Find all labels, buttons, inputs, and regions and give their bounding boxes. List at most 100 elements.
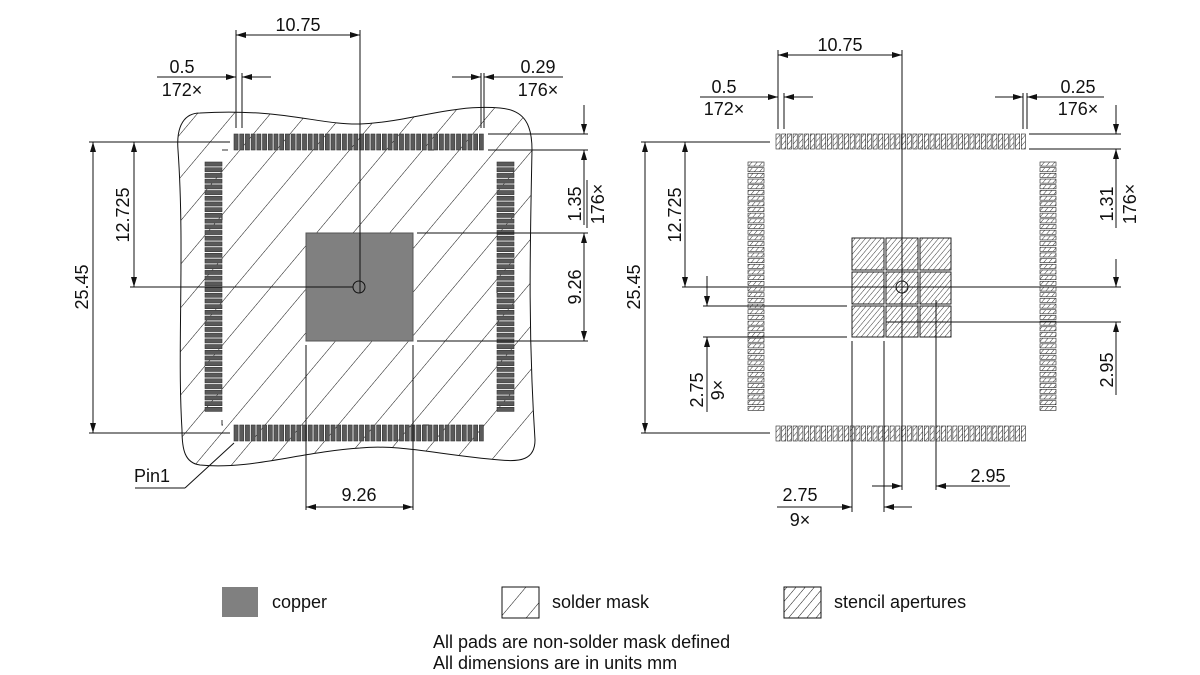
pad [307, 424, 313, 442]
pad [204, 207, 223, 213]
pad [204, 344, 223, 349]
pad [747, 360, 765, 366]
pad [986, 133, 992, 150]
pad [444, 133, 450, 151]
pad [1039, 218, 1057, 224]
dim-aperture-size-v: 2.75 [687, 372, 707, 407]
pad [855, 133, 861, 150]
pad [496, 372, 515, 378]
pad [1039, 377, 1057, 383]
pad [456, 424, 461, 442]
dim-pad-width: 0.5 [711, 77, 736, 97]
pad [935, 133, 941, 150]
pad [313, 133, 319, 151]
pad [450, 424, 456, 442]
pad [1015, 425, 1020, 442]
pad [781, 425, 787, 442]
pad [975, 133, 981, 150]
pad [747, 371, 765, 377]
pad [1039, 258, 1057, 263]
pad [747, 161, 765, 167]
pad [279, 424, 285, 442]
dim-pad-width-count: 172× [704, 99, 745, 119]
pad [204, 355, 223, 361]
pad [963, 133, 969, 150]
pad [204, 247, 223, 252]
pad [204, 327, 223, 332]
pad [467, 424, 473, 442]
pad [204, 264, 223, 270]
pad [496, 213, 515, 218]
pad [1039, 252, 1057, 258]
pad [992, 425, 998, 442]
pad [1039, 246, 1057, 252]
pad [204, 275, 223, 281]
pad [906, 133, 912, 150]
pad [496, 332, 515, 338]
pad [204, 252, 223, 258]
pad [233, 133, 239, 151]
pad [884, 425, 889, 442]
pad [747, 298, 765, 303]
pad [399, 133, 404, 151]
dim-aperture-size-h: 2.75 [782, 485, 817, 505]
pad [496, 201, 515, 207]
pad [1039, 400, 1057, 406]
pad [1003, 425, 1009, 442]
pad [461, 424, 467, 442]
pad [747, 258, 765, 263]
dim-pad-gap-count: 176× [1058, 99, 1099, 119]
pad [427, 424, 433, 442]
pad [404, 133, 410, 151]
pad [353, 133, 359, 151]
pad [1039, 286, 1057, 292]
pad [467, 133, 473, 151]
pad [239, 133, 245, 151]
stencil-aperture [851, 237, 885, 271]
stencil-aperture [851, 271, 885, 305]
legend: copper solder mask stencil apertures [222, 586, 966, 619]
pad [1039, 332, 1057, 337]
pad [747, 178, 765, 184]
pad [1039, 349, 1057, 354]
pad [981, 133, 986, 150]
dim-pad-gap-count: 176× [518, 80, 559, 100]
pad [273, 133, 279, 151]
legend-item-copper: copper [222, 587, 327, 617]
pad [204, 384, 223, 389]
pad [347, 424, 353, 442]
pad [866, 425, 872, 442]
pad [204, 195, 223, 201]
note-line: All dimensions are in units mm [433, 653, 677, 673]
legend-item-solder-mask: solder mask [501, 586, 650, 619]
pad [1039, 292, 1057, 298]
pad [267, 133, 273, 151]
pad [878, 133, 884, 150]
pad [496, 349, 515, 355]
pad [290, 424, 296, 442]
pad [946, 133, 952, 150]
pad [496, 178, 515, 184]
pad [319, 133, 324, 151]
pad [204, 241, 223, 247]
dim-pad-length: 1.31 [1097, 186, 1117, 221]
dim-pad-width: 0.5 [169, 57, 194, 77]
pad [496, 258, 515, 264]
pad [1039, 354, 1057, 360]
pad [496, 321, 515, 327]
pad [747, 281, 765, 286]
pad [912, 133, 918, 150]
pad [895, 425, 901, 442]
right-view: 10.75 0.5 172× 0.25 176× 1.31 176× 12.72… [624, 35, 1140, 530]
pad [204, 315, 223, 321]
pad [478, 424, 484, 442]
pad [404, 424, 410, 442]
pad [204, 161, 223, 167]
pad [204, 270, 223, 275]
pad [267, 424, 273, 442]
pad [444, 424, 450, 442]
pad [787, 425, 792, 442]
pad [747, 406, 765, 411]
pad [866, 133, 872, 150]
dim-pad-gap: 0.29 [520, 57, 555, 77]
